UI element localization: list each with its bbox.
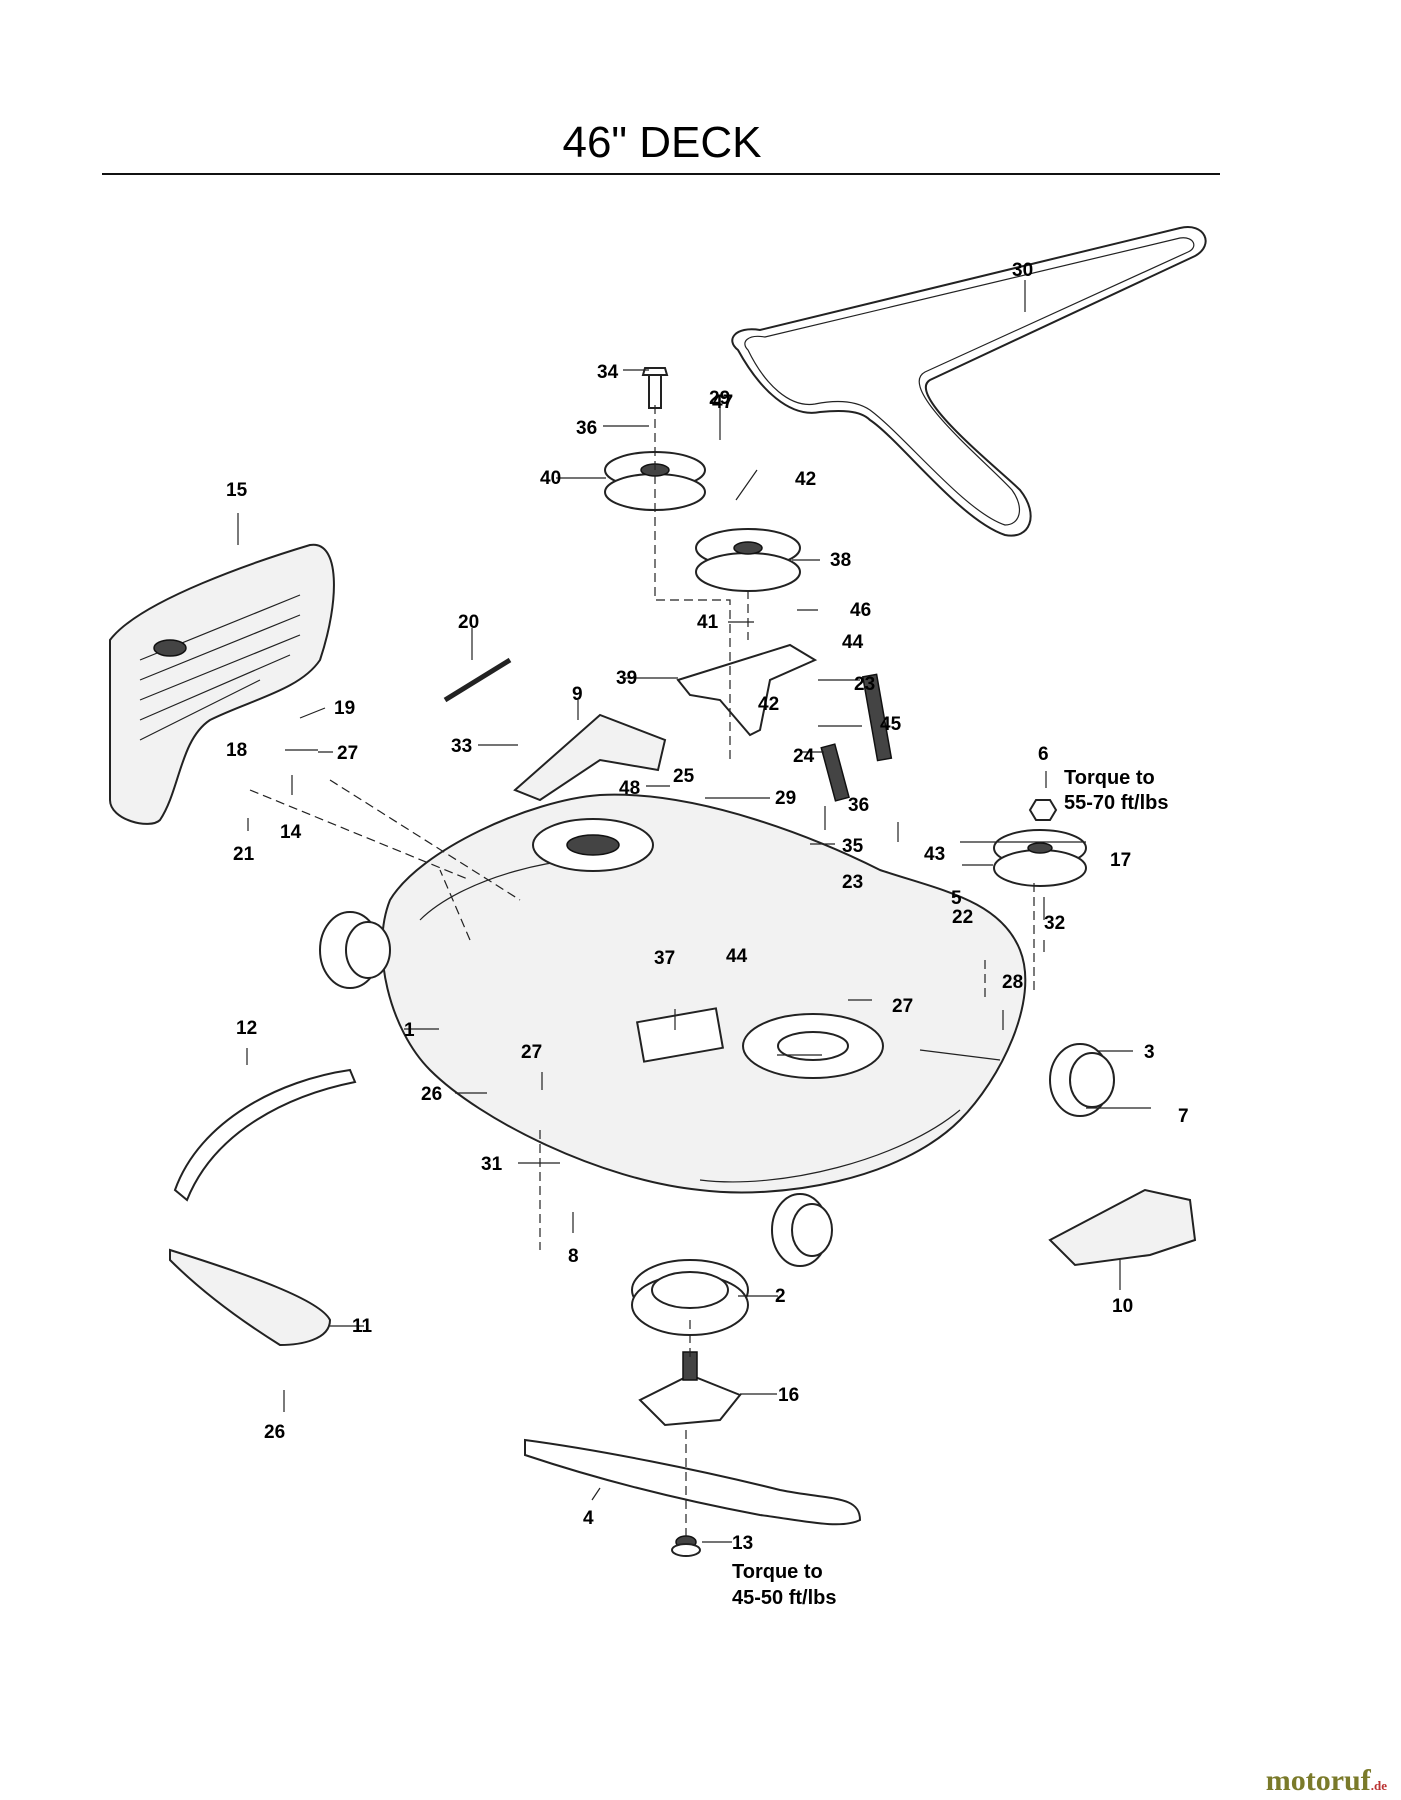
callout-27: 27 (521, 1042, 542, 1063)
gauge-wheel-left (319, 911, 391, 989)
spindle-pulley-17 (993, 829, 1087, 887)
callout-27: 27 (892, 996, 913, 1017)
callout-26: 26 (264, 1422, 285, 1443)
callout-45: 45 (880, 714, 902, 735)
callout-25: 25 (673, 766, 695, 787)
callout-6: 6 (1038, 744, 1049, 765)
callout-16: 16 (778, 1385, 799, 1406)
discharge-chute (109, 543, 335, 825)
callout-32: 32 (1044, 913, 1065, 934)
page-title: 46" DECK (562, 118, 762, 167)
callout-48: 48 (619, 778, 640, 799)
torque-note-blade-line1: Torque to (732, 1561, 823, 1583)
callout-5: 5 (951, 888, 962, 909)
watermark-logo: motoruf.de (1266, 1764, 1387, 1798)
callout-29: 29 (775, 788, 796, 809)
callout-18: 18 (226, 740, 247, 761)
callout-3: 3 (1144, 1042, 1155, 1063)
callout-37: 37 (654, 948, 675, 969)
callout-7: 7 (1178, 1106, 1189, 1127)
callout-41: 41 (697, 612, 719, 633)
hex-nut (1028, 799, 1058, 821)
callout-2: 2 (775, 1286, 786, 1307)
callout-28: 28 (1002, 972, 1023, 993)
callout-9: 9 (572, 684, 583, 705)
callout-31: 31 (481, 1154, 503, 1175)
title-rule (102, 173, 1220, 175)
watermark-suffix: .de (1370, 1778, 1387, 1793)
spring-24 (820, 743, 850, 802)
callout-27: 27 (337, 743, 358, 764)
callout-29: 29 (709, 388, 730, 409)
callout-15: 15 (226, 480, 248, 501)
spindle-assembly (638, 1351, 742, 1427)
callout-17: 17 (1110, 850, 1131, 871)
mower-blade (524, 1438, 862, 1526)
callout-23: 23 (854, 674, 875, 695)
callout-12: 12 (236, 1018, 257, 1039)
callout-21: 21 (233, 844, 255, 865)
callout-26: 26 (421, 1084, 442, 1105)
callout-44: 44 (726, 946, 748, 967)
torque-note-pulley-line1: Torque to (1064, 767, 1155, 789)
watermark-text: motoruf (1265, 1764, 1371, 1797)
callout-4: 4 (583, 1508, 594, 1529)
callout-42: 42 (758, 694, 779, 715)
bolt-34 (641, 367, 669, 409)
gauge-wheel-front (771, 1193, 833, 1267)
callout-38: 38 (830, 550, 851, 571)
callout-19: 19 (334, 698, 355, 719)
callout-10: 10 (1112, 1296, 1133, 1317)
torque-note-blade-line2: 45-50 ft/lbs (732, 1587, 836, 1609)
callout-34: 34 (597, 362, 619, 383)
idler-pulley-38 (695, 528, 801, 592)
callout-23: 23 (842, 872, 863, 893)
callout-13: 13 (732, 1533, 753, 1554)
callout-36: 36 (576, 418, 597, 439)
callout-44: 44 (842, 632, 864, 653)
deflector-10 (1048, 1188, 1197, 1267)
callout-14: 14 (280, 822, 302, 843)
callout-39: 39 (616, 668, 637, 689)
callout-35: 35 (842, 836, 864, 857)
rod (443, 657, 512, 703)
callout-1: 1 (404, 1020, 415, 1041)
pivot-bracket (676, 643, 818, 737)
callout-47: 47 (712, 392, 733, 413)
callout-30: 30 (1012, 260, 1033, 281)
callout-40: 40 (540, 468, 561, 489)
blade-bolt (671, 1535, 701, 1557)
deck-housing (381, 793, 1027, 1194)
callout-33: 33 (451, 736, 472, 757)
callout-46: 46 (850, 600, 871, 621)
torque-note-pulley-line2: 55-70 ft/lbs (1064, 792, 1168, 814)
idler-arm (513, 713, 667, 802)
callout-43: 43 (924, 844, 945, 865)
baffle-12 (173, 1068, 357, 1202)
spring-45 (861, 673, 893, 762)
bearing-ring (631, 1259, 749, 1336)
drive-belt (731, 226, 1207, 537)
callout-24: 24 (793, 746, 815, 767)
baffle-11 (169, 1248, 332, 1347)
callout-20: 20 (458, 612, 479, 633)
callout-22: 22 (952, 907, 973, 928)
callout-8: 8 (568, 1246, 579, 1267)
callout-36: 36 (848, 795, 869, 816)
gauge-wheel-3 (1049, 1043, 1115, 1117)
callout-11: 11 (352, 1316, 373, 1337)
callout-42: 42 (795, 469, 816, 490)
